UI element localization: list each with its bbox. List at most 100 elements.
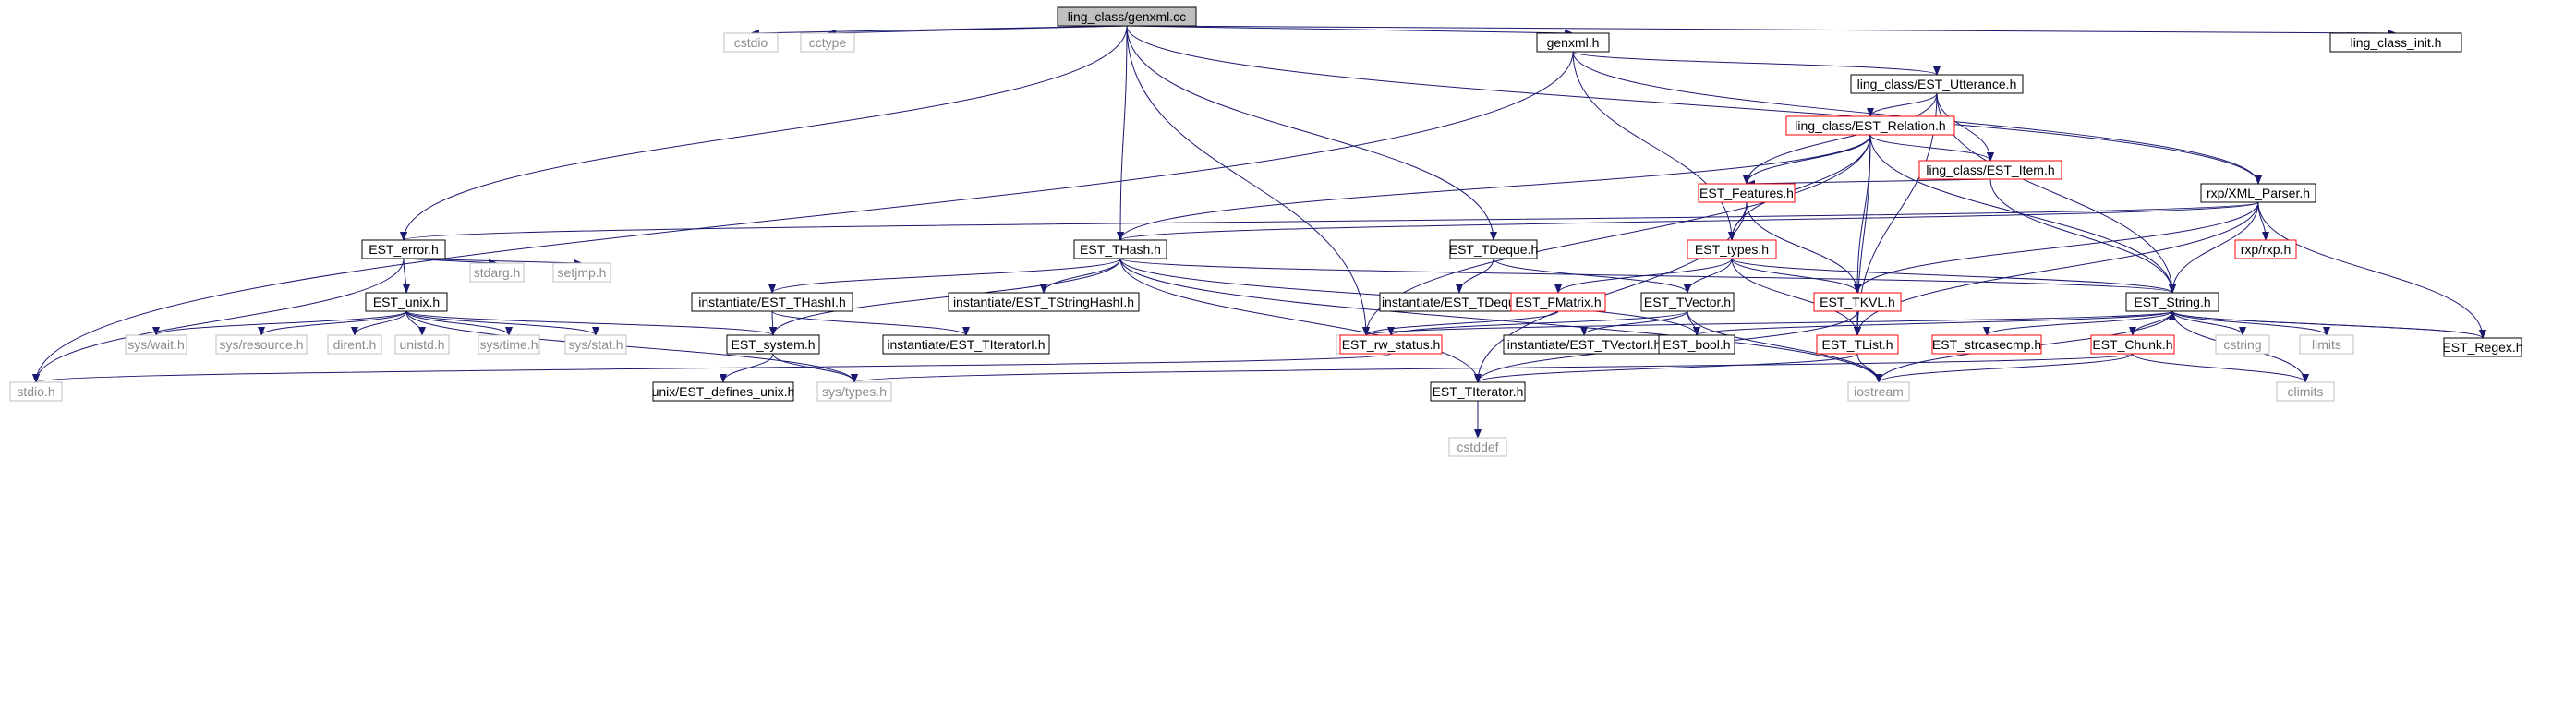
node-sys_types: sys/types.h [816,381,892,402]
edge-XML_Parser-to-EST_TKVL [1854,201,2259,294]
node-EST_FMatrix[interactable]: EST_FMatrix.h [1510,292,1606,312]
edge-EST_String-to-cstdlib [1362,310,2173,336]
node-EST_Utterance[interactable]: ling_class/EST_Utterance.h [1850,74,2024,94]
edge-EST_unix-to-sys_resource [258,310,407,336]
node-label-EST_Utterance: ling_class/EST_Utterance.h [1857,77,2017,91]
node-label-inst_TStringHashI: instantiate/EST_TStringHashI.h [953,295,1134,309]
node-label-EST_Item: ling_class/EST_Item.h [1926,163,2054,177]
node-setjmp: setjmp.h [552,262,611,283]
node-box-climits [2276,381,2335,402]
node-genxml_h[interactable]: genxml.h [1536,32,1610,53]
node-label-ling_class_init: ling_class_init.h [2351,35,2442,50]
node-box-EST_Regex [2443,337,2522,357]
edge-EST_Item-to-EST_String [1989,178,2176,294]
node-cstdio: cstdio [723,32,779,53]
node-label-limits: limits [2312,337,2341,352]
node-box-EST_Relation [1785,115,1955,136]
node-inst_TVectorI[interactable]: instantiate/EST_TVectorI.h [1503,334,1665,355]
node-label-EST_Regex: EST_Regex.h [2442,340,2522,355]
node-EST_Relation[interactable]: ling_class/EST_Relation.h [1785,115,1955,136]
node-box-EST_strcasecmp [1931,334,2042,355]
node-EST_system[interactable]: EST_system.h [726,334,820,355]
node-box-genxml_h [1536,32,1610,53]
node-climits: climits [2276,381,2335,402]
node-iostream: iostream [1847,381,1910,402]
node-inst_TDequeI[interactable]: instantiate/EST_TDequeI.h [1379,292,1540,312]
node-box-inst_TIteratorI [882,334,1050,355]
edge-EST_Features-to-EST_TIterator [1474,201,1748,383]
node-XML_Parser[interactable]: rxp/XML_Parser.h [2200,183,2316,203]
edge-EST_Utterance-to-EST_Features [1743,92,1938,185]
node-EST_String[interactable]: EST_String.h [2125,292,2219,312]
node-EST_types[interactable]: EST_types.h [1687,239,1777,259]
node-label-EST_system: EST_system.h [731,337,815,352]
edge-inst_THashI-to-EST_system [768,310,777,336]
node-box-dirent [327,334,382,355]
node-label-iostream: iostream [1854,384,1904,399]
edge-EST_error-to-EST_unix [402,258,410,294]
node-label-dirent: dirent.h [333,337,377,352]
node-box-XML_Parser [2200,183,2316,203]
edge-genxml_h-to-EST_Utterance [1572,51,1941,76]
node-label-climits: climits [2288,384,2324,399]
edge-EST_TList-to-EST_TIterator [1474,353,1858,383]
node-EST_TList[interactable]: EST_TList.h [1816,334,1899,355]
node-inst_THashI[interactable]: instantiate/EST_THashI.h [691,292,853,312]
node-box-setjmp [552,262,611,283]
node-EST_TDeque[interactable]: EST_TDeque.h [1449,239,1539,259]
node-label-EST_Chunk: EST_Chunk.h [2092,337,2172,352]
node-genxml_cc[interactable]: ling_class/genxml.cc [1057,6,1197,27]
node-label-EST_TIterator: EST_TIterator.h [1433,384,1524,399]
node-EST_THash[interactable]: EST_THash.h [1073,239,1167,259]
node-box-EST_TDeque [1449,239,1538,259]
node-box-sys_wait [125,334,187,355]
node-EST_Regex[interactable]: EST_Regex.h [2442,337,2523,357]
node-label-EST_strcasecmp: EST_strcasecmp.h [1932,337,2041,352]
node-box-EST_Features [1698,183,1796,203]
node-box-EST_TList [1816,334,1899,355]
node-sys_time: sys/time.h [478,334,540,355]
node-dirent: dirent.h [327,334,382,355]
node-box-iostream [1847,381,1910,402]
node-box-EST_types [1687,239,1777,259]
node-ling_class_init[interactable]: ling_class_init.h [2329,32,2462,53]
edge-genxml_cc-to-genxml_h [1126,25,1574,37]
edge-EST_rw_status-to-stdio_h [32,353,1392,383]
node-EST_unix[interactable]: EST_unix.h [365,292,448,312]
node-cstddef: cstddef [1448,437,1507,457]
node-box-sys_types [816,381,892,402]
node-EST_TIterator[interactable]: EST_TIterator.h [1430,381,1526,402]
edge-EST_Relation-to-EST_Features [1743,134,1871,185]
node-box-EST_TVector [1640,292,1735,312]
edge-genxml_cc-to-XML_Parser [1126,25,2262,185]
node-box-sys_time [478,334,540,355]
node-EST_error[interactable]: EST_error.h [361,239,446,259]
node-label-EST_TVector: EST_TVector.h [1644,295,1731,309]
node-EST_strcasecmp[interactable]: EST_strcasecmp.h [1931,334,2042,355]
node-EST_TKVL[interactable]: EST_TKVL.h [1813,292,1902,312]
node-box-EST_bool [1658,334,1735,355]
node-label-EST_TList: EST_TList.h [1821,337,1893,352]
node-label-EST_THash: EST_THash.h [1080,242,1161,257]
node-EST_Item[interactable]: ling_class/EST_Item.h [1918,160,2062,180]
node-label-cctype: cctype [809,35,847,50]
node-label-EST_TDeque: EST_TDeque.h [1449,242,1539,257]
node-label-EST_error: EST_error.h [369,242,438,257]
node-inst_TIteratorI[interactable]: instantiate/EST_TIteratorI.h [882,334,1050,355]
node-EST_TVector[interactable]: EST_TVector.h [1640,292,1735,312]
node-EST_Chunk[interactable]: EST_Chunk.h [2090,334,2175,355]
node-EST_Features[interactable]: EST_Features.h [1698,183,1796,203]
edge-EST_Chunk-to-sys_types [851,353,2134,383]
edge-EST_String-to-EST_strcasecmp [1983,310,2173,336]
node-EST_rw_status[interactable]: EST_rw_status.h [1339,334,1443,355]
node-box-cstddef [1448,437,1507,457]
node-unix_defines[interactable]: unix/EST_defines_unix.h [652,381,795,402]
node-EST_bool[interactable]: EST_bool.h [1658,334,1735,355]
edge-genxml_cc-to-EST_TDeque [1126,25,1497,241]
node-stdarg: stdarg.h [469,262,525,283]
edge-XML_Parser-to-EST_String [2169,201,2259,294]
node-rxp_h[interactable]: rxp/rxp.h [2234,239,2297,259]
node-inst_TStringHashI[interactable]: instantiate/EST_TStringHashI.h [948,292,1140,312]
node-box-EST_Item [1918,160,2062,180]
node-label-cstddef: cstddef [1457,440,1498,454]
